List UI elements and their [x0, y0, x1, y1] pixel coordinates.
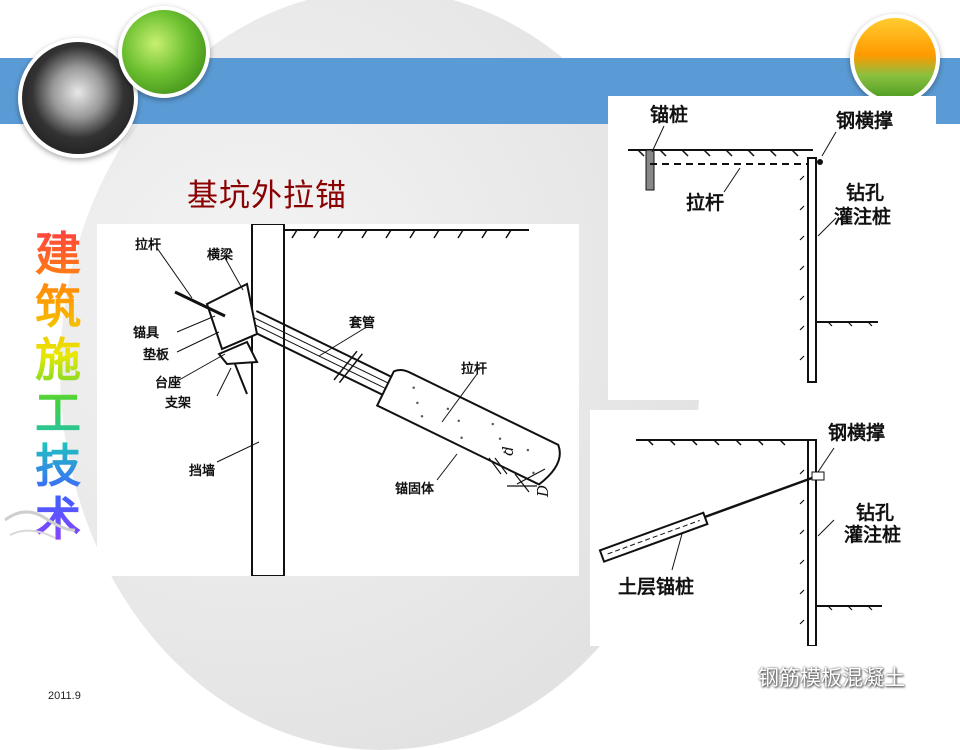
wechat-icon	[714, 666, 748, 688]
side-title-char: 技	[35, 439, 81, 493]
tulip-photo	[850, 14, 940, 104]
label-crossbeam: 横梁	[207, 248, 234, 263]
label-tie-rod-top: 拉杆	[135, 238, 162, 253]
label-bracket: 支架	[165, 396, 192, 411]
label-retaining-wall: 挡墙	[189, 464, 216, 479]
anchor-detail-diagram: 拉杆 横梁 锚具 垫板 台座 支架 套管 拉杆 挡墙 锚固体 d D	[97, 223, 579, 577]
label-bored-pile-bottom-1: 钻孔	[856, 502, 895, 524]
label-tie-rod-mid: 拉杆	[461, 362, 488, 377]
label-steel-strut-bottom: 钢横撑	[828, 422, 886, 444]
anchor-detail-drawing	[156, 223, 561, 577]
label-bored-pile-top-1: 钻孔	[846, 182, 885, 204]
label-anchor-body: 锚固体	[395, 482, 435, 497]
side-title-char: 筑	[35, 280, 81, 334]
side-title-char: 施	[35, 333, 81, 387]
label-bored-pile-top-2: 灌注桩	[834, 206, 892, 228]
anchor-pile-drawing	[628, 125, 878, 383]
label-dim-d: d	[498, 446, 517, 456]
label-pad-plate: 垫板	[143, 348, 170, 363]
side-title-char: 工	[35, 386, 81, 440]
slide-title: 基坑外拉锚	[187, 178, 347, 214]
anchor-pile-diagram: 锚桩 钢横撑 拉杆 钻孔 灌注桩	[608, 96, 936, 400]
leaf-photo	[118, 6, 210, 98]
label-dim-D: D	[534, 484, 553, 498]
label-pedestal: 台座	[155, 376, 182, 391]
soil-anchor-drawing	[598, 439, 882, 647]
label-anchor-pile: 锚桩	[650, 104, 689, 126]
label-bored-pile-bottom-2: 灌注桩	[844, 524, 902, 546]
footer-date: 2011.9	[48, 690, 81, 702]
label-anchorage: 锚具	[133, 326, 160, 341]
label-steel-strut-top: 钢横撑	[836, 110, 894, 132]
side-title-char: 建	[35, 227, 81, 281]
watermark-text: 钢筋模板混凝土	[758, 666, 905, 690]
decorative-sketch	[4, 510, 76, 539]
label-soil-anchor: 土层锚桩	[618, 576, 695, 598]
soil-anchor-diagram: 钢横撑 钻孔 灌注桩 土层锚桩	[590, 410, 936, 647]
label-sleeve: 套管	[349, 316, 376, 331]
label-tie-rod: 拉杆	[686, 192, 725, 214]
